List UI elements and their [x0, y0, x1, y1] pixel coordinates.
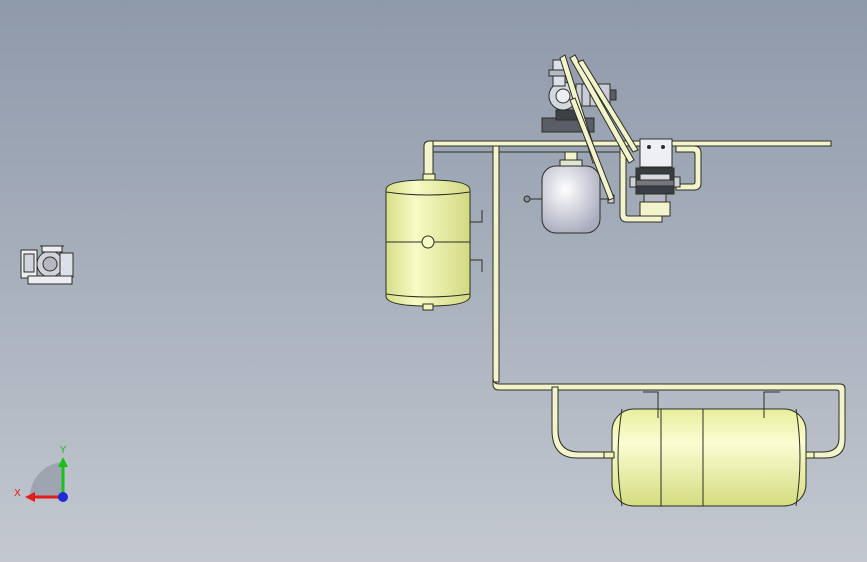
- horizontal-tank-right-nozzle: [805, 451, 815, 459]
- diagonal-pipe-3[interactable]: [577, 59, 639, 153]
- main-pump-assembly[interactable]: [541, 54, 639, 201]
- tank-inlet-pipe[interactable]: [423, 140, 434, 177]
- horizontal-storage-tank[interactable]: [603, 391, 815, 507]
- tank-bottom-nozzle: [422, 303, 434, 311]
- horizontal-tank-shell[interactable]: [611, 408, 807, 507]
- vertical-storage-tank[interactable]: [385, 173, 483, 311]
- horizontal-tank-left-nozzle: [603, 451, 615, 459]
- circulation-pump-assembly[interactable]: [629, 138, 681, 217]
- triad-y-label: Y: [59, 445, 67, 456]
- vessel-shell[interactable]: [541, 165, 601, 234]
- tank-side-bracket-lower: [470, 259, 483, 272]
- horizontal-tank-level-line-2: [763, 391, 780, 418]
- left-loop-pipe[interactable]: [551, 386, 613, 459]
- control-box[interactable]: [639, 138, 673, 168]
- diagonal-pipe-4[interactable]: [569, 97, 615, 201]
- diagonal-pipe-2[interactable]: [569, 54, 635, 164]
- triad-plane-wedge: [29, 462, 63, 497]
- coordinate-triad: Y X: [14, 445, 68, 502]
- tank-side-bracket-upper: [470, 210, 483, 223]
- triad-x-label: X: [14, 488, 21, 499]
- tank-manhole: [421, 235, 435, 249]
- isolated-pump-component[interactable]: [20, 245, 74, 285]
- vessel-gauge: [523, 195, 531, 203]
- triad-z-axis: [58, 492, 68, 502]
- horizontal-tank-level-line-1: [643, 391, 659, 418]
- vertical-riser-pipe[interactable]: [492, 145, 500, 383]
- pressure-vessel[interactable]: [523, 165, 615, 234]
